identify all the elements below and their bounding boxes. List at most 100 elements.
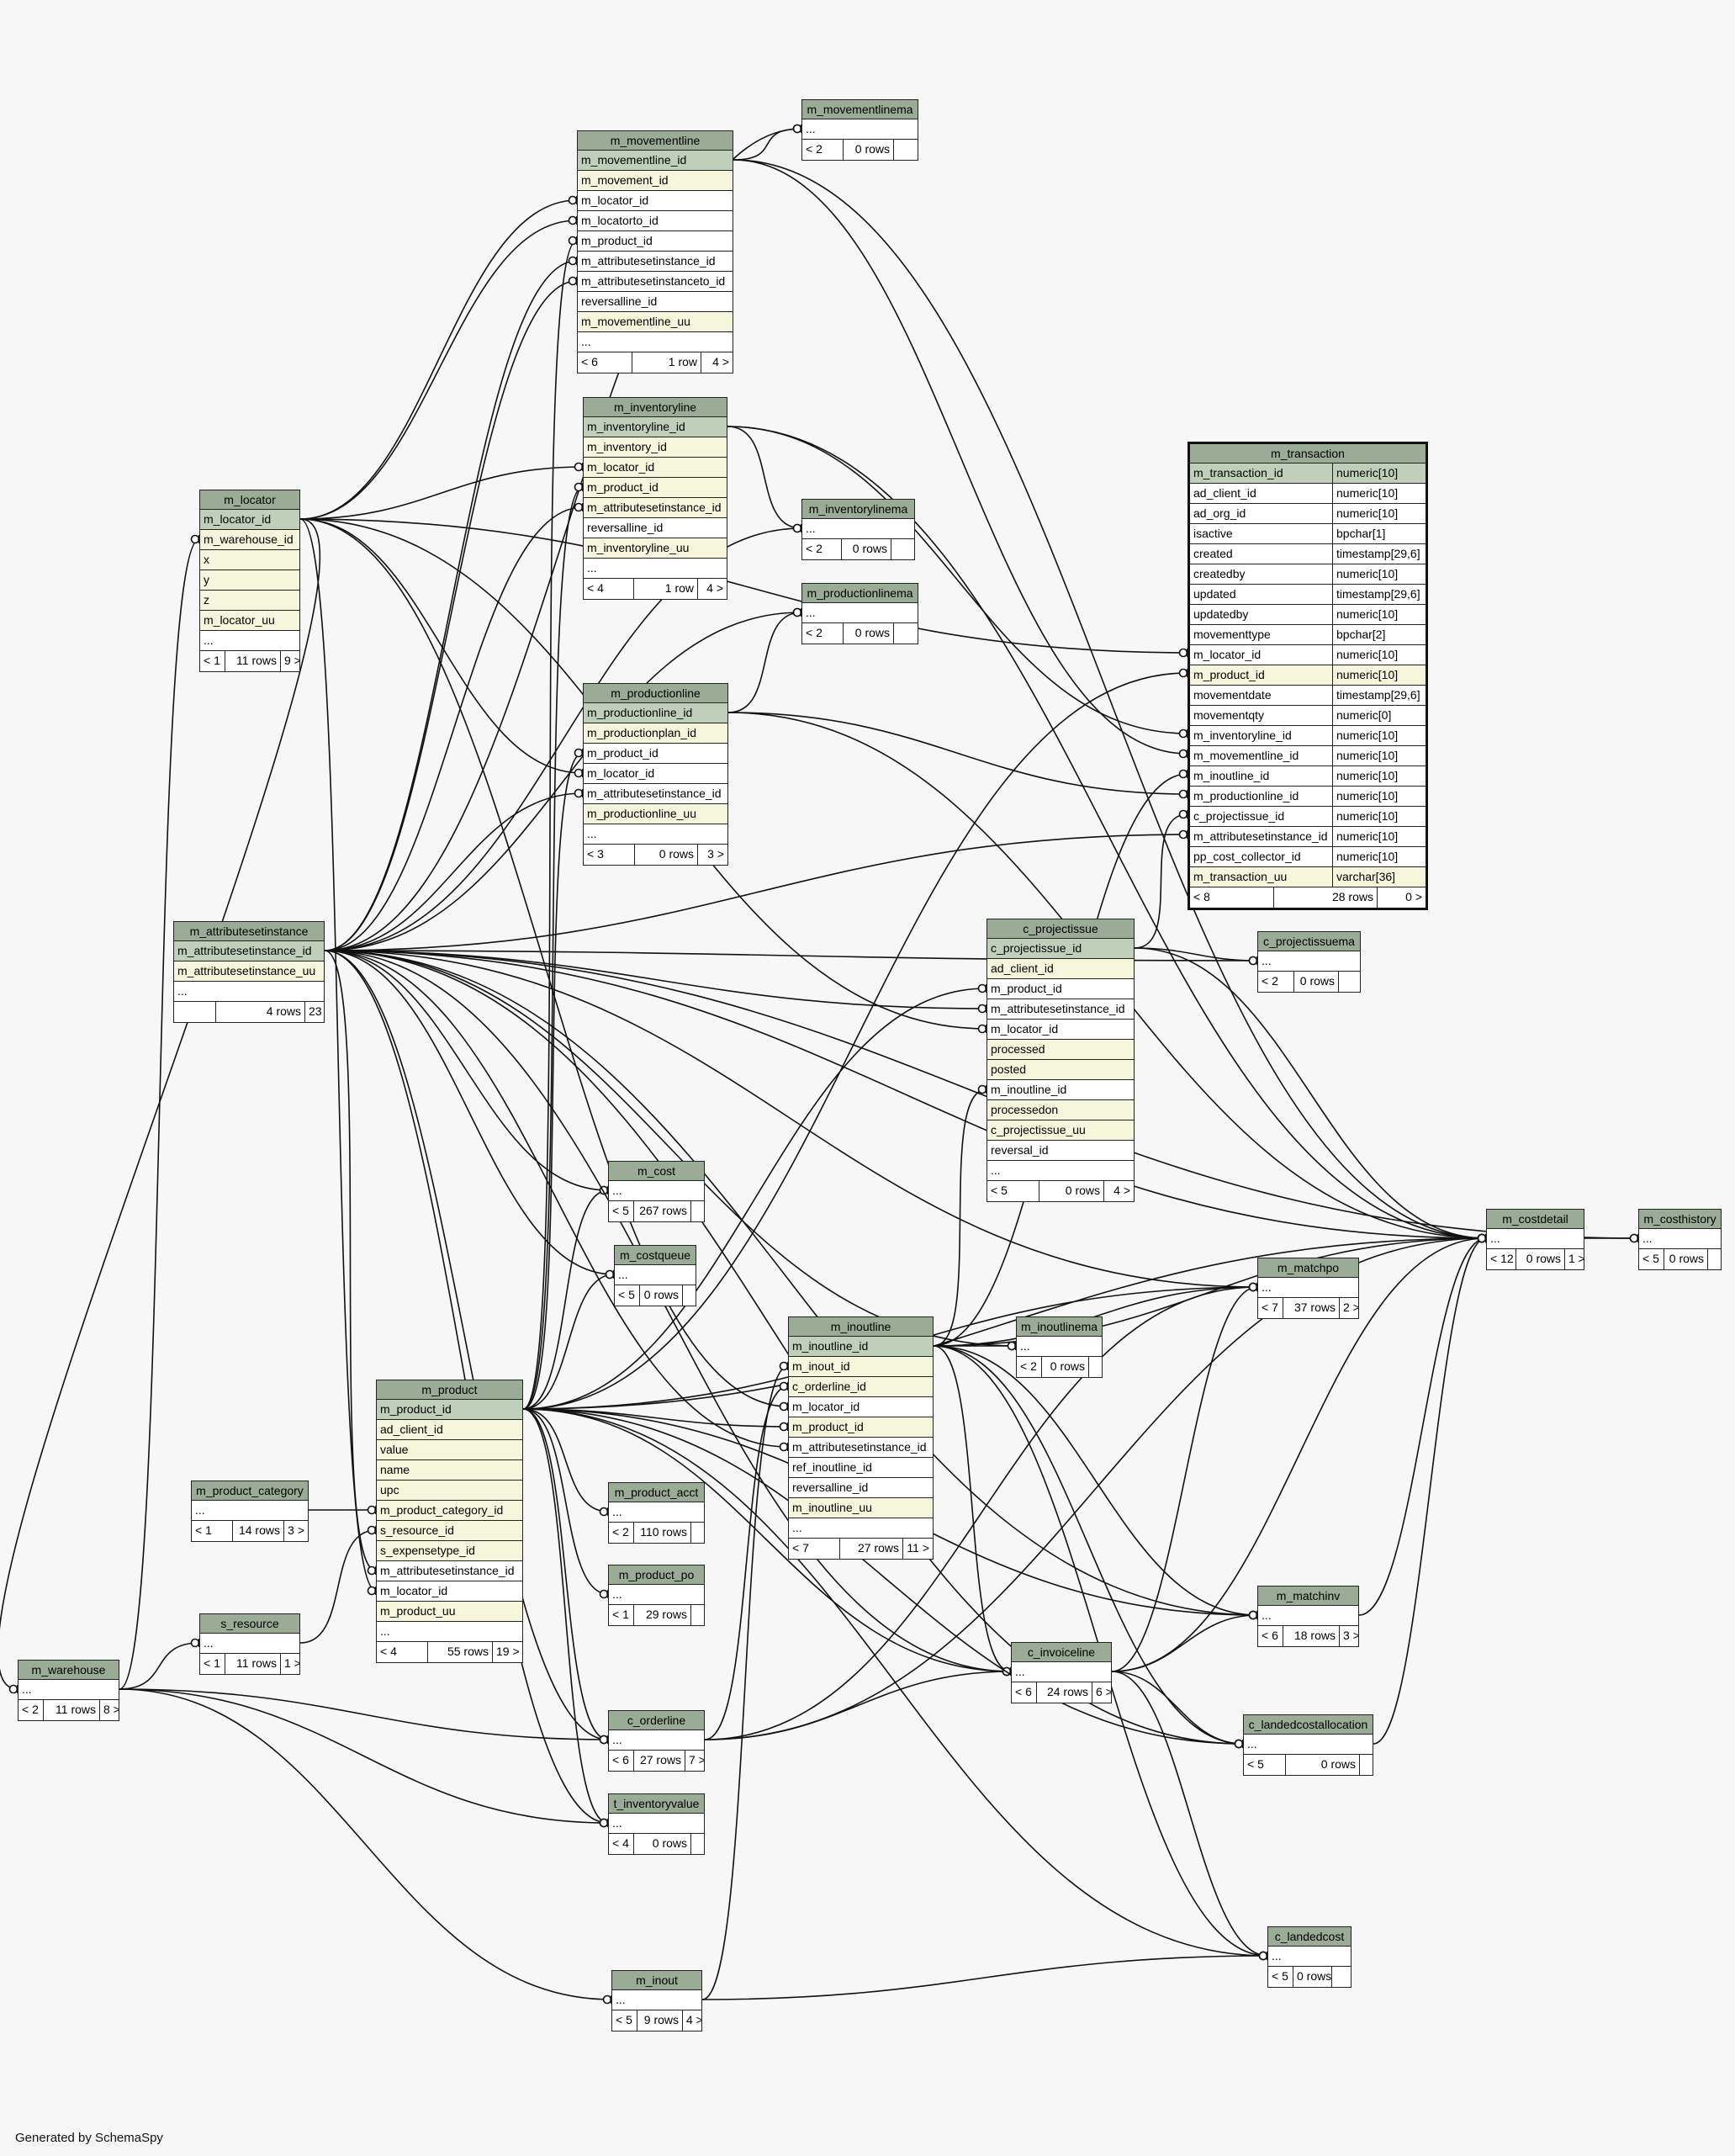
column-row[interactable]: m_warehouse_id (200, 530, 299, 550)
column-row[interactable]: processed (987, 1040, 1134, 1060)
children-count[interactable] (691, 1834, 704, 1854)
column-row[interactable]: m_product_id (584, 478, 727, 498)
children-count[interactable]: 23 > (309, 1004, 324, 1018)
parents-count[interactable]: < 6 (1258, 1626, 1283, 1646)
more-columns[interactable]: ... (609, 1814, 704, 1834)
column-row[interactable]: m_attributesetinstance_id (584, 498, 727, 518)
table-title[interactable]: m_matchpo (1258, 1258, 1358, 1278)
parents-count[interactable]: < 2 (1017, 1357, 1042, 1377)
more-columns[interactable]: ... (200, 1634, 299, 1654)
column-row[interactable]: s_resource_id (377, 1521, 522, 1541)
more-columns[interactable]: ... (1258, 1278, 1358, 1298)
column-row[interactable]: m_movement_id (578, 171, 733, 191)
table-title[interactable]: c_landedcost (1268, 1927, 1351, 1947)
parents-count[interactable]: < 5 (609, 1201, 634, 1221)
column-row[interactable]: upc (377, 1481, 522, 1501)
parents-count[interactable]: < 6 (578, 352, 632, 373)
parents-count[interactable]: < 7 (1258, 1298, 1283, 1318)
table-title[interactable]: m_locator (200, 490, 299, 510)
parents-count[interactable]: < 4 (584, 579, 634, 599)
parents-count[interactable]: < 5 (615, 1285, 640, 1306)
children-count[interactable]: 19 > (496, 1645, 520, 1658)
column-row[interactable]: c_projectissue_id (987, 939, 1134, 959)
children-count[interactable]: 4 > (712, 355, 729, 368)
table-title[interactable]: m_product (377, 1380, 522, 1400)
more-columns[interactable]: ... (578, 332, 733, 352)
children-count[interactable]: 4 > (686, 2013, 701, 2026)
parents-count[interactable]: < 3 (584, 845, 635, 865)
parents-count[interactable]: < 8 (1190, 887, 1274, 908)
more-columns[interactable]: ... (1258, 1606, 1358, 1626)
column-row[interactable]: m_inout_id (789, 1357, 933, 1377)
children-count[interactable]: 4 > (1113, 1184, 1130, 1197)
parents-count[interactable]: < 2 (19, 1700, 44, 1720)
column-row[interactable]: m_product_id (789, 1417, 933, 1438)
children-count[interactable]: 0 > (1405, 890, 1422, 903)
more-columns[interactable]: ... (609, 1585, 704, 1605)
column-row[interactable]: m_inventoryline_uu (584, 538, 727, 559)
column-row[interactable]: ref_inoutline_id (789, 1458, 933, 1478)
table-title[interactable]: m_warehouse (19, 1661, 119, 1680)
table-title[interactable]: c_projectissue (987, 919, 1134, 939)
column-row[interactable]: m_locator_id (200, 510, 299, 530)
column-row[interactable]: m_attributesetinstance_id (578, 252, 733, 272)
column-row[interactable]: m_locator_id (987, 1020, 1134, 1040)
more-columns[interactable]: ... (19, 1680, 119, 1700)
column-row[interactable]: m_product_uu (377, 1602, 522, 1622)
more-columns[interactable]: ... (802, 519, 914, 539)
more-columns[interactable]: ... (584, 824, 727, 845)
children-count[interactable]: 9 > (284, 654, 299, 667)
table-title[interactable]: m_productionlinema (802, 584, 918, 603)
parents-count[interactable]: < 2 (802, 140, 844, 160)
column-row[interactable]: m_locator_id (578, 191, 733, 211)
table-title[interactable]: m_inoutlinema (1017, 1317, 1102, 1337)
parents-count[interactable]: < 2 (802, 539, 842, 559)
parents-count[interactable]: < 1 (200, 1654, 225, 1674)
parents-count[interactable]: < 5 (987, 1181, 1039, 1201)
parents-count[interactable]: < 1 (200, 651, 225, 671)
column-row[interactable]: m_productionplan_id (584, 723, 727, 744)
more-columns[interactable]: ... (1487, 1229, 1584, 1249)
more-columns[interactable]: ... (612, 1990, 701, 2010)
column-row[interactable]: m_productionline_uu (584, 804, 727, 824)
parents-count[interactable]: < 12 (1487, 1249, 1516, 1269)
column-row[interactable]: m_product_id (377, 1400, 522, 1420)
column-row[interactable]: m_inoutline_id (789, 1337, 933, 1357)
column-row[interactable]: y (200, 570, 299, 591)
column-row[interactable]: reversalline_id (578, 292, 733, 312)
column-row[interactable]: m_attributesetinstance_id (377, 1561, 522, 1581)
column-row[interactable]: m_attributesetinstanceto_id (578, 272, 733, 292)
table-title[interactable]: m_product_po (609, 1565, 704, 1585)
children-count[interactable] (894, 140, 918, 160)
parents-count[interactable]: < 5 (612, 2010, 637, 2031)
column-row[interactable]: m_locator_id (584, 458, 727, 478)
parents-count[interactable]: < 7 (789, 1539, 840, 1559)
more-columns[interactable]: ... (1244, 1735, 1373, 1755)
more-columns[interactable]: ... (1639, 1229, 1721, 1249)
children-count[interactable]: 8 > (103, 1703, 119, 1716)
more-columns[interactable]: ... (802, 603, 918, 623)
parents-count[interactable]: < 5 (1244, 1755, 1286, 1775)
